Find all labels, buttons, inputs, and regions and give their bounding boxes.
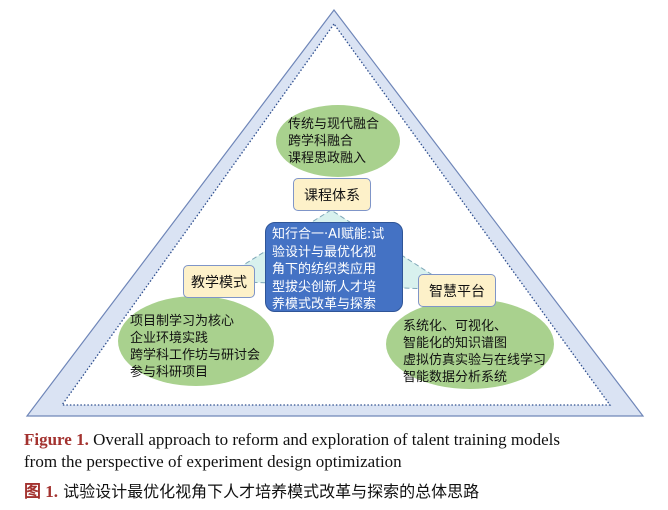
caption-label: Figure 1. bbox=[24, 430, 89, 449]
text-line: 知行合一·AI赋能:试 bbox=[272, 227, 385, 242]
left-ellipse bbox=[118, 296, 274, 386]
caption-zh: 图 1. 试验设计最优化视角下人才培养模式改革与探索的总体思路 bbox=[24, 477, 479, 502]
text-line: 参与科研项目 bbox=[130, 365, 209, 380]
caption-en-2: from the perspective of experiment desig… bbox=[24, 452, 402, 471]
text-line: 项目制学习为核心 bbox=[130, 314, 235, 329]
text-line: 验设计与最优化视 bbox=[272, 244, 377, 260]
teaching-box: 教学模式 bbox=[183, 265, 255, 298]
left-ellipse-text: 项目制学习为核心 企业环境实践 跨学科工作坊与研讨会 参与科研项目 bbox=[130, 313, 260, 381]
text-line: 课程思政融入 bbox=[288, 151, 367, 166]
text-line: 跨学科融合 bbox=[288, 134, 354, 149]
top-ellipse-text: 传统与现代融合 跨学科融合 课程思政融入 bbox=[288, 116, 379, 167]
caption-label: 图 1. bbox=[24, 482, 58, 501]
text-line: 养模式改革与探索 bbox=[272, 297, 377, 312]
top-ellipse bbox=[276, 105, 400, 177]
text-line: 虚拟仿真实验与在线学习 bbox=[403, 353, 547, 368]
text-line: 跨学科工作坊与研讨会 bbox=[130, 348, 261, 363]
caption-text: 试验设计最优化视角下人才培养模式改革与探索的总体思路 bbox=[63, 482, 480, 501]
text-line: 智能化的知识谱图 bbox=[403, 336, 508, 351]
platform-box: 智慧平台 bbox=[418, 274, 496, 307]
text-line: 传统与现代融合 bbox=[288, 117, 380, 132]
text-line: 型拔尖创新人才培 bbox=[272, 279, 377, 295]
right-ellipse bbox=[386, 299, 554, 389]
curriculum-box: 课程体系 bbox=[293, 178, 371, 211]
text-line: 企业环境实践 bbox=[130, 331, 209, 346]
caption-text: Overall approach to reform and explorati… bbox=[93, 430, 560, 449]
right-ellipse-text: 系统化、可视化、 智能化的知识谱图 虚拟仿真实验与在线学习 智能数据分析系统 bbox=[403, 318, 546, 386]
center-box: 知行合一·AI赋能:试 验设计与最优化视 角下的纺织类应用 型拔尖创新人才培 养… bbox=[265, 222, 403, 312]
text-line: 角下的纺织类应用 bbox=[272, 262, 377, 277]
caption-en: Figure 1. Overall approach to reform and… bbox=[24, 430, 560, 450]
text-line: 智能数据分析系统 bbox=[403, 370, 508, 385]
text-line: 系统化、可视化、 bbox=[403, 319, 508, 334]
